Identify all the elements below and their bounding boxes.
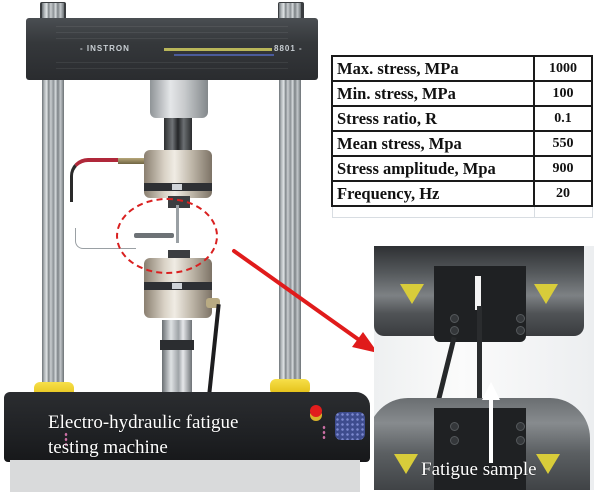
model-label: 8801 - xyxy=(274,44,303,53)
value-cell: 900 xyxy=(533,155,593,182)
value-cell: 550 xyxy=(533,130,593,157)
actuator-rod xyxy=(162,320,192,395)
closeup-photo: Fatigue sample xyxy=(374,246,594,490)
up-arrow-icon xyxy=(482,382,500,400)
upper-stem xyxy=(164,118,192,152)
parameter-cell: Frequency, Hz xyxy=(331,180,535,207)
brand-label: - INSTRON xyxy=(80,44,130,53)
machine-caption-line1: Electro-hydraulic fatigue xyxy=(48,412,239,433)
bolt-icon xyxy=(516,422,525,431)
hydraulic-hose xyxy=(118,158,146,164)
table-row: Stress ratio, R 0.1 xyxy=(331,105,593,132)
warning-sign-icon xyxy=(536,454,560,474)
crosshead-yellow-line xyxy=(164,48,272,51)
bolt-icon xyxy=(450,436,459,445)
parameter-cell: Max. stress, MPa xyxy=(331,55,535,82)
table-row: Mean stress, Mpa 550 xyxy=(331,130,593,157)
table-row: Max. stress, MPa 1000 xyxy=(331,55,593,82)
bolt-icon xyxy=(516,436,525,445)
lower-grip-band xyxy=(144,282,212,290)
lower-wedge-jaw xyxy=(434,408,526,490)
right-column xyxy=(279,3,301,387)
grip-slot xyxy=(475,276,481,310)
bolt-icon xyxy=(450,314,459,323)
crosshead-blue-line xyxy=(174,54,274,56)
left-column xyxy=(42,3,64,387)
bolt-icon xyxy=(516,314,525,323)
warning-sign-icon xyxy=(534,284,558,304)
bolt-icon xyxy=(450,422,459,431)
cable-fitting xyxy=(206,298,220,308)
machine-caption-line2: testing machine xyxy=(48,437,168,458)
test-parameters-table: Max. stress, MPa 1000 Min. stress, MPa 1… xyxy=(331,55,593,218)
parameter-cell: Min. stress, MPa xyxy=(331,80,535,107)
extensometer-wire xyxy=(75,228,136,249)
parameter-cell: Stress amplitude, Mpa xyxy=(331,155,535,182)
emergency-stop-button xyxy=(310,405,322,417)
left-led-panel xyxy=(64,432,68,446)
machine-pedestal xyxy=(10,460,360,492)
red-cable xyxy=(70,158,153,202)
fatigue-sample-rod xyxy=(477,306,482,426)
value-cell: 20 xyxy=(533,180,593,207)
upper-grip-band xyxy=(144,183,212,191)
table-row: Min. stress, MPa 100 xyxy=(331,80,593,107)
up-arrow-shaft xyxy=(489,398,493,463)
table-empty-row xyxy=(331,205,593,218)
warning-sign-icon xyxy=(400,284,424,304)
value-cell: 0.1 xyxy=(533,105,593,132)
warning-sign-icon xyxy=(394,454,418,474)
table-row: Stress amplitude, Mpa 900 xyxy=(331,155,593,182)
value-cell: 1000 xyxy=(533,55,593,82)
machine-caption: Electro-hydraulic fatigue testing machin… xyxy=(48,410,238,460)
load-cell xyxy=(150,80,208,118)
table-row: Frequency, Hz 20 xyxy=(331,180,593,207)
parameter-cell: Stress ratio, R xyxy=(331,105,535,132)
fatigue-sample-caption: Fatigue sample xyxy=(421,459,537,480)
test-region-highlight xyxy=(116,198,218,274)
machine-base xyxy=(4,392,370,462)
right-column-clamp xyxy=(270,379,310,395)
bolt-icon xyxy=(450,326,459,335)
parameter-cell: Mean stress, Mpa xyxy=(331,130,535,157)
actuator-ring xyxy=(160,340,194,350)
machine-photo: - INSTRON 8801 - Electro-hydraulic fatig… xyxy=(4,2,370,492)
crosshead: - INSTRON 8801 - xyxy=(26,18,318,80)
value-cell: 100 xyxy=(533,80,593,107)
control-keypad xyxy=(335,412,365,440)
bolt-icon xyxy=(516,326,525,335)
right-led-panel xyxy=(322,425,326,439)
